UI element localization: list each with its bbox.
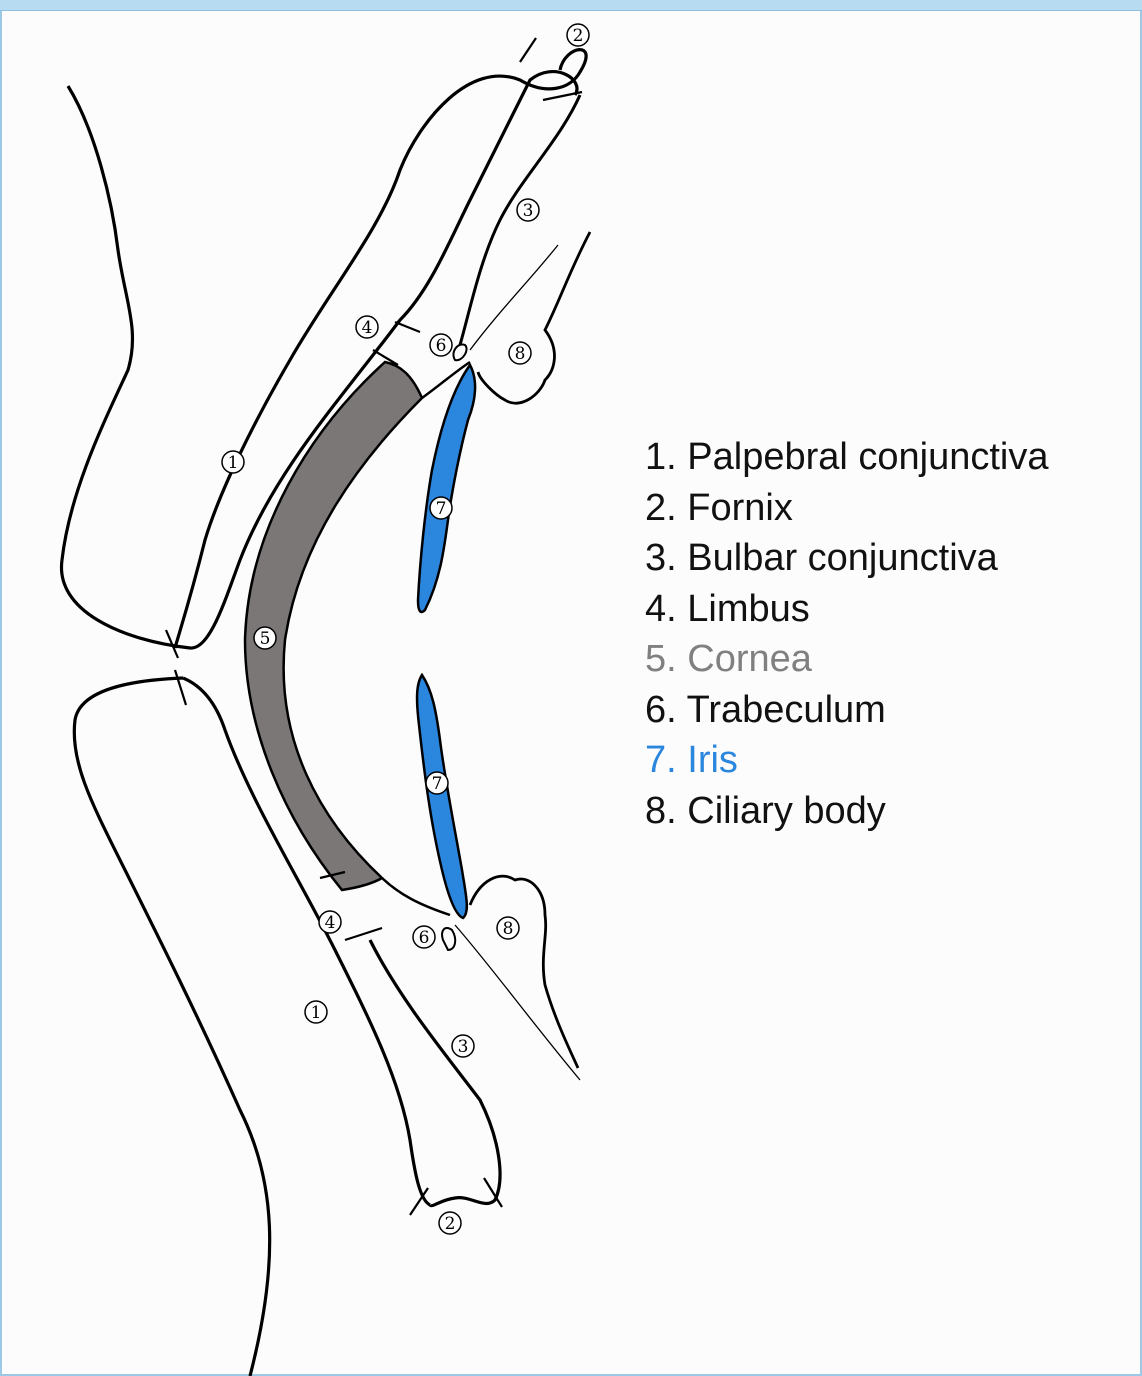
svg-text:1: 1 [311,1003,322,1023]
svg-text:2: 2 [445,1214,456,1234]
legend-item-cornea: 5. Cornea [645,634,1049,685]
svg-text:6: 6 [436,336,447,356]
svg-text:4: 4 [325,913,336,933]
lower-lid-inner [183,678,430,1205]
svg-text:8: 8 [515,344,526,364]
lower-sclera-thin-line [455,925,580,1080]
svg-text:3: 3 [458,1037,469,1057]
marker-6-upper: 6 [430,334,452,356]
upper-eyelid-outline [61,72,576,648]
svg-text:1: 1 [228,453,239,473]
svg-text:4: 4 [362,318,373,338]
lower-bulbar-line [370,940,500,1206]
marker-4-lower: 4 [319,911,341,933]
tick-lower-limbus-b [345,928,382,940]
marker-8-lower: 8 [497,917,519,939]
marker-7-lower: 7 [426,772,448,794]
legend-item-fornix: 2. Fornix [645,483,1049,534]
svg-text:7: 7 [436,499,447,519]
lower-ciliary-body [470,876,578,1068]
tick-upper-limbus-a [395,322,420,332]
upper-trabeculum-squiggle [453,344,466,360]
svg-text:5: 5 [260,629,271,649]
lower-trabeculum-squiggle [442,928,455,950]
marker-7-upper: 7 [430,497,452,519]
cornea-band [245,362,422,890]
svg-text:2: 2 [573,26,584,46]
marker-3-lower: 3 [452,1035,474,1057]
legend-item-trabeculum: 6. Trabeculum [645,685,1049,736]
marker-6-lower: 6 [413,926,435,948]
marker-3-upper: 3 [517,199,539,221]
tick-upper-fornix-a [520,38,536,62]
marker-8-upper: 8 [509,342,531,364]
svg-text:7: 7 [432,774,443,794]
legend: 1. Palpebral conjunctiva 2. Fornix 3. Bu… [645,432,1049,836]
svg-text:3: 3 [523,201,534,221]
marker-1-upper: 1 [222,451,244,473]
legend-item-palpebral-conjunctiva: 1. Palpebral conjunctiva [645,432,1049,483]
marker-2-lower: 2 [439,1212,461,1234]
upper-iris [418,365,475,612]
marker-5: 5 [254,627,276,649]
legend-item-ciliary-body: 8. Ciliary body [645,786,1049,837]
lower-angle-line [382,878,450,915]
legend-item-bulbar-conjunctiva: 3. Bulbar conjunctiva [645,533,1049,584]
legend-item-limbus: 4. Limbus [645,584,1049,635]
lower-eyelid-outline [74,678,269,1376]
upper-bulbar-line [460,95,580,345]
tick-lid-margin-lower [175,670,186,705]
tick-upper-fornix-b [543,92,582,100]
svg-text:6: 6 [419,928,430,948]
svg-text:8: 8 [503,919,514,939]
marker-2-upper: 2 [567,24,589,46]
lower-iris [417,675,467,918]
marker-1-lower: 1 [305,1001,327,1023]
upper-ciliary-body [478,232,590,403]
legend-item-iris: 7. Iris [645,735,1049,786]
marker-4-upper: 4 [356,316,378,338]
